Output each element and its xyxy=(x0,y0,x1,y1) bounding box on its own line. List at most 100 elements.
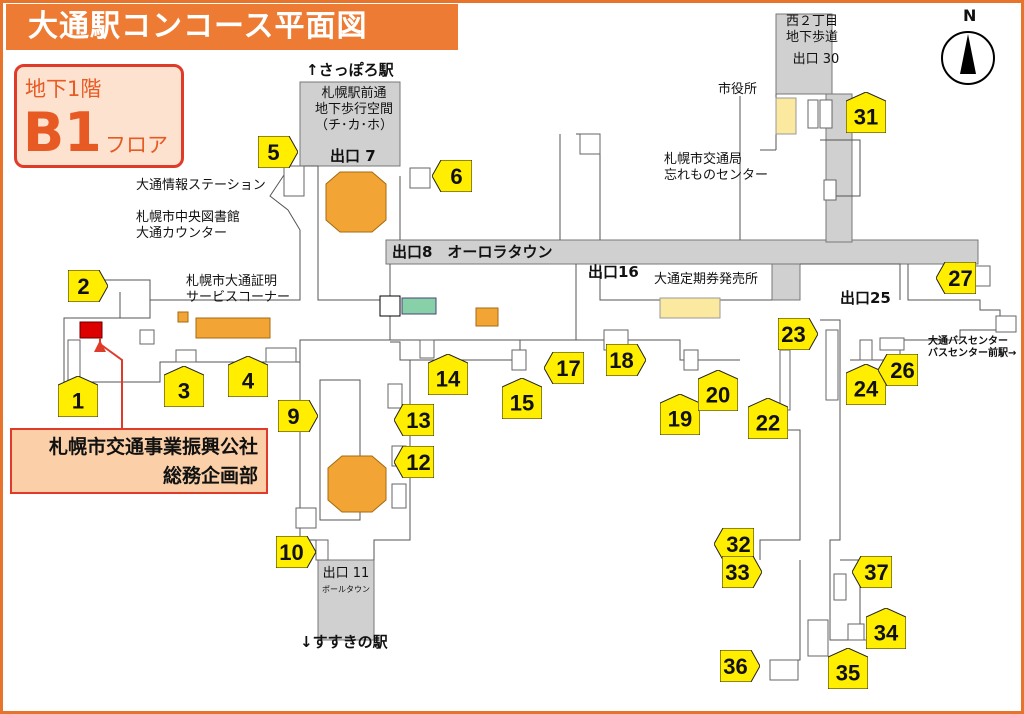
exit-number: 10 xyxy=(279,540,303,565)
sapporo-station-label: ↑さっぽろ駅 xyxy=(306,61,394,79)
exit-marker-26: 26 xyxy=(878,354,918,386)
exit-marker-20: 20 xyxy=(698,370,738,411)
exit-number: 33 xyxy=(725,560,749,585)
library-label-2: 大通カウンター xyxy=(136,226,228,241)
exit-number: 1 xyxy=(72,389,84,414)
exit-number: 6 xyxy=(450,164,462,189)
exit-marker-shape xyxy=(502,378,542,419)
office-callout: 札幌市交通事業振興公社 総務企画部 xyxy=(10,428,268,494)
exit-marker-9: 9 xyxy=(278,400,318,432)
exit-marker-23: 23 xyxy=(778,318,818,350)
exit-marker-shape xyxy=(778,318,818,350)
exit-number: 34 xyxy=(874,621,899,646)
library-label-1: 札幌市中央図書館 xyxy=(136,210,241,225)
exit-marker-shape xyxy=(720,650,760,682)
chikaho-label-2: 地下歩行空間 xyxy=(314,102,393,117)
exit-7-label: 出口 7 xyxy=(330,147,376,165)
exit-marker-37: 37 xyxy=(852,556,892,588)
exit-number: 31 xyxy=(854,105,878,130)
exit-number: 24 xyxy=(854,377,879,402)
exit-marker-shape xyxy=(432,160,472,192)
exit-marker-shape xyxy=(698,370,738,411)
exit-number: 18 xyxy=(609,348,633,373)
exit-marker-shape xyxy=(846,92,886,133)
exit-number: 37 xyxy=(864,560,888,585)
exit-number: 2 xyxy=(77,274,89,299)
exit-marker-shape xyxy=(846,364,886,405)
exit-30-label: 出口 30 xyxy=(792,52,840,67)
page-title: 大通駅コンコース平面図 xyxy=(6,4,458,50)
exit-marker-shape xyxy=(748,398,788,439)
exit-number: 15 xyxy=(510,391,534,416)
exit-marker-shape xyxy=(58,376,98,417)
chikaho-label-3: （チ･カ･ホ） xyxy=(314,118,393,133)
exit-marker-33: 33 xyxy=(722,556,762,588)
exit-number: 4 xyxy=(242,369,255,394)
exit-number: 23 xyxy=(781,322,805,347)
exit-marker-shape xyxy=(606,344,646,376)
exit-marker-36: 36 xyxy=(720,650,760,682)
exit-marker-19: 19 xyxy=(660,394,700,435)
lost-center-label-2: 忘れものセンター xyxy=(664,168,769,183)
office-callout-line1: 札幌市交通事業振興公社 xyxy=(48,436,258,458)
exit-marker-32: 32 xyxy=(714,528,754,560)
exit-number: 13 xyxy=(406,408,430,433)
exit-8-label: 出口8 オーロラタウン xyxy=(392,243,553,261)
exit-number: 36 xyxy=(723,654,747,679)
exit-marker-shape xyxy=(228,356,268,397)
bus-center-label-1: 大通バスセンター xyxy=(928,336,1008,347)
exit-marker-1: 1 xyxy=(58,376,98,417)
exit-marker-10: 10 xyxy=(276,536,316,568)
exit-marker-shape xyxy=(866,608,906,649)
exit-marker-5: 5 xyxy=(258,136,298,168)
exit-marker-14: 14 xyxy=(428,354,468,395)
exit-11-label: 出口 11 xyxy=(322,566,370,581)
exit-marker-13: 13 xyxy=(394,404,434,436)
exit-16-label: 出口16 xyxy=(588,263,639,281)
compass-icon xyxy=(941,31,995,85)
exit-marker-shape xyxy=(722,556,762,588)
floor-code: B1 xyxy=(23,101,102,164)
exit-number: 14 xyxy=(436,367,461,392)
exit-marker-shape xyxy=(714,528,754,560)
exit-number: 35 xyxy=(836,661,860,686)
info-station-label: 大通情報ステーション xyxy=(136,178,266,193)
floor-indicator: 地下1階 B1 フロア xyxy=(14,64,184,168)
exit-marker-shape xyxy=(660,394,700,435)
exit-marker-shape xyxy=(852,556,892,588)
exit-marker-3: 3 xyxy=(164,366,204,407)
exit-number: 27 xyxy=(948,266,972,291)
office-callout-line2: 総務企画部 xyxy=(162,465,258,487)
bus-center-label-2: バスセンター前駅→ xyxy=(928,348,1017,359)
exit-marker-shape xyxy=(878,354,918,386)
exit-marker-22: 22 xyxy=(748,398,788,439)
pass-office-label: 大通定期券発売所 xyxy=(654,272,759,287)
exit-number: 32 xyxy=(726,532,750,557)
chikaho-label-1: 札幌駅前通 xyxy=(321,86,387,101)
exit-marker-shape xyxy=(394,446,434,478)
exit-marker-12: 12 xyxy=(394,446,434,478)
exit-number: 17 xyxy=(556,356,580,381)
exit-25-label: 出口25 xyxy=(840,289,891,307)
exit-marker-6: 6 xyxy=(432,160,472,192)
pole-town-label: ポールタウン xyxy=(322,585,370,594)
city-hall-label: 市役所 xyxy=(718,82,758,97)
exit-marker-4: 4 xyxy=(228,356,268,397)
exit-marker-shape xyxy=(828,648,868,689)
exit-marker-shape xyxy=(278,400,318,432)
floor-suffix: フロア xyxy=(105,133,168,157)
exit-marker-shape xyxy=(544,352,584,384)
nishi-label-1: 西２丁目 xyxy=(785,14,838,29)
exit-marker-shape xyxy=(428,354,468,395)
exit-marker-shape xyxy=(258,136,298,168)
susukino-station-label: ↓すすきの駅 xyxy=(300,633,388,651)
lost-center-label-1: 札幌市交通局 xyxy=(664,152,743,167)
exit-marker-35: 35 xyxy=(828,648,868,689)
exit-marker-27: 27 xyxy=(936,262,976,294)
exit-marker-31: 31 xyxy=(846,92,886,133)
exit-marker-shape xyxy=(68,270,108,302)
exit-number: 3 xyxy=(178,379,190,404)
exit-marker-17: 17 xyxy=(544,352,584,384)
